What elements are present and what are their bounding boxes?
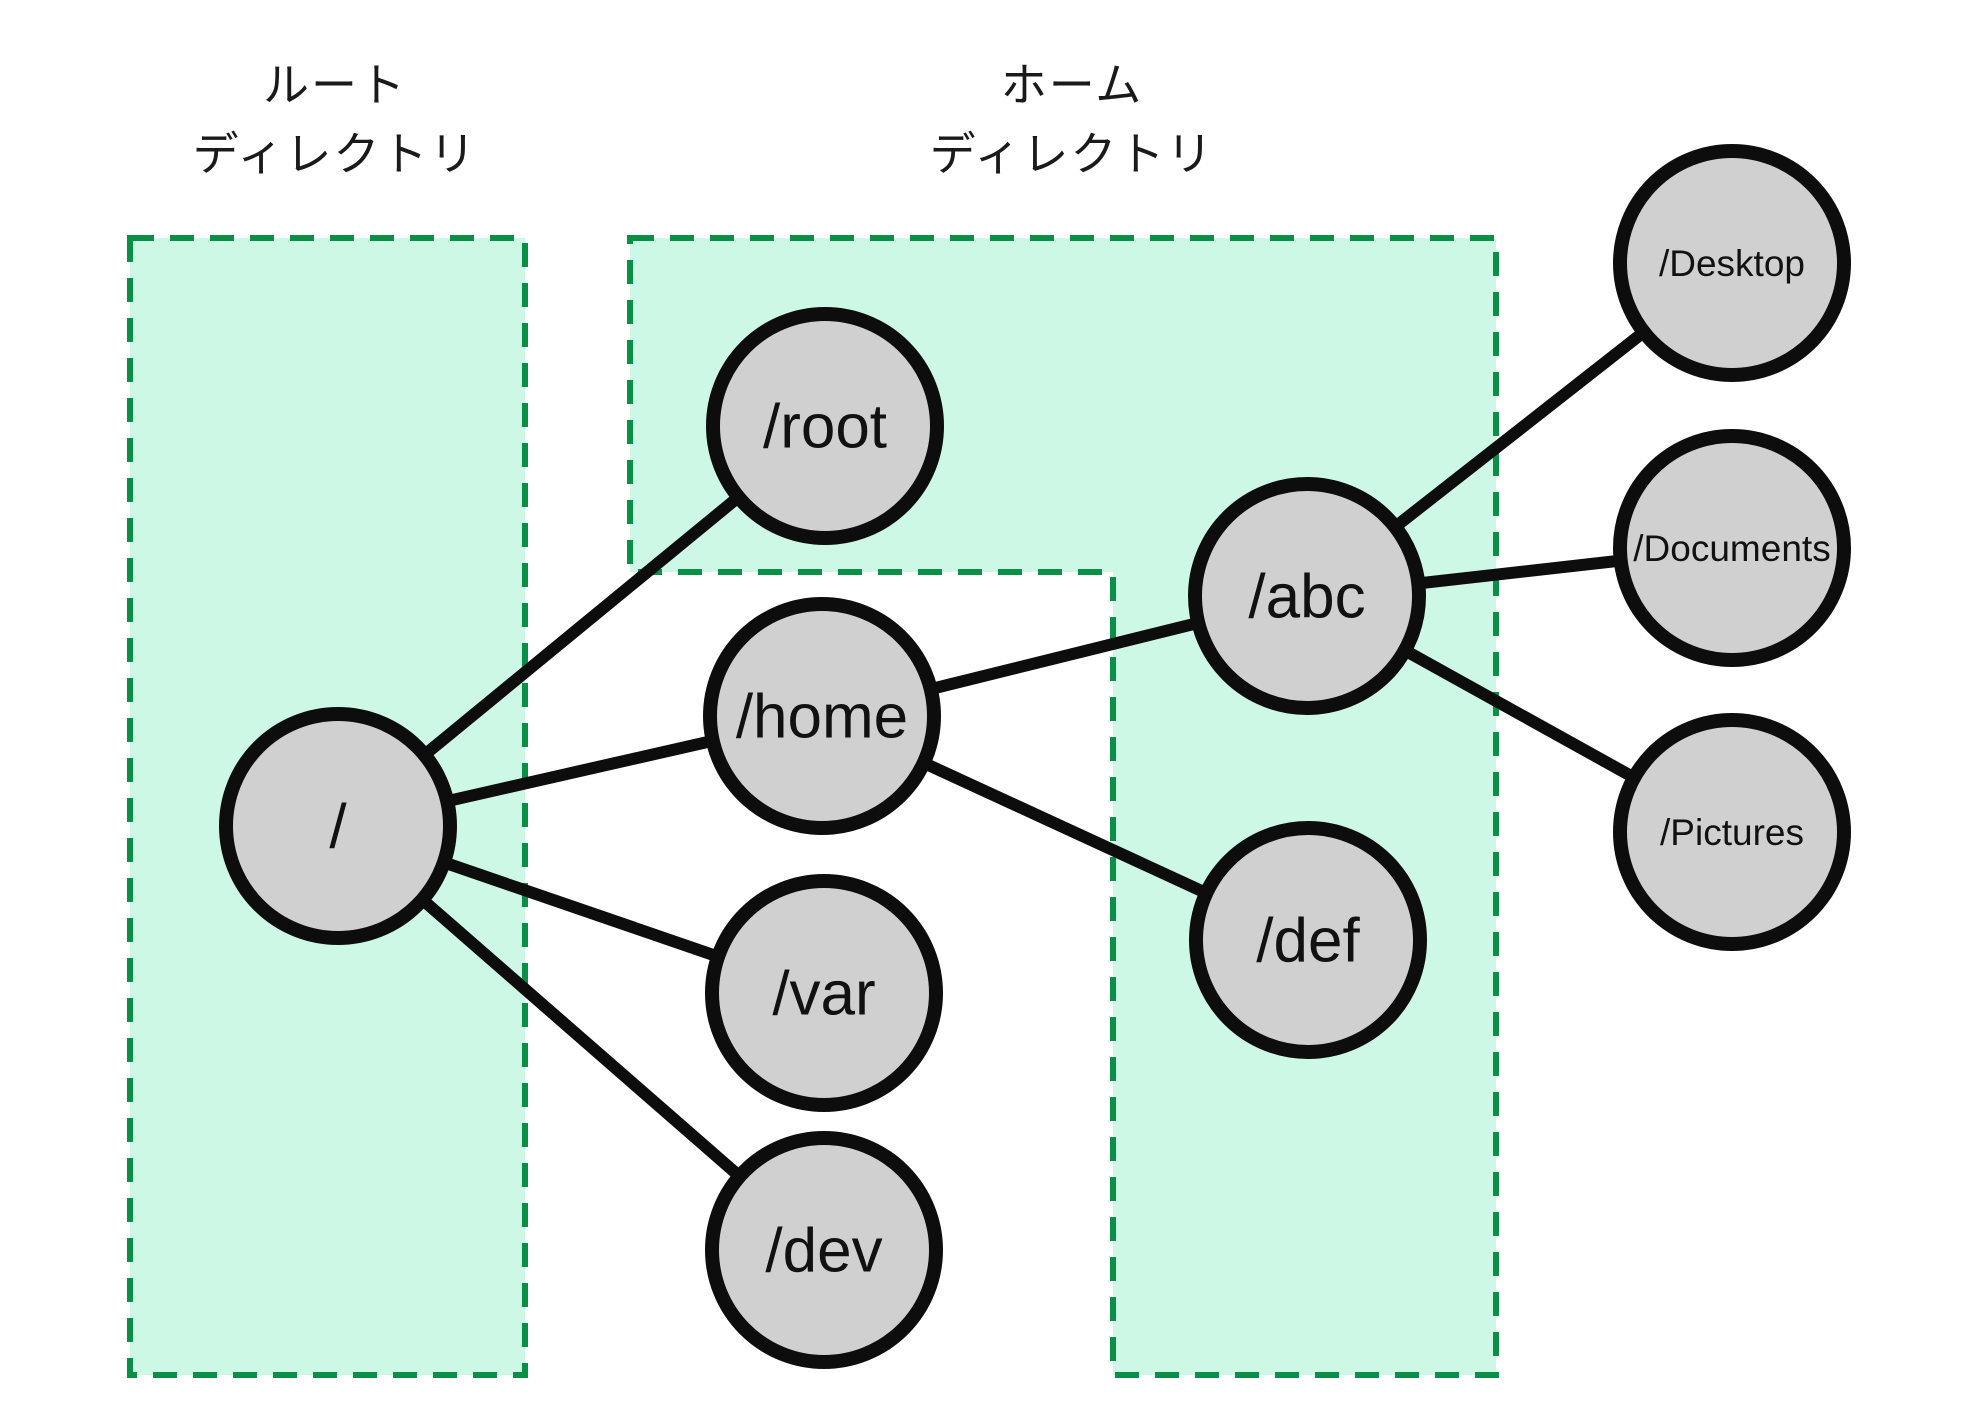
node-desktop	[1613, 144, 1851, 382]
node-label-abc: /abc	[1248, 563, 1365, 632]
node-root	[219, 707, 457, 945]
node-label-root: /	[329, 793, 347, 862]
node-label-dev: /dev	[765, 1217, 882, 1286]
home-directory-region-label-line-2: ディレクトリ	[930, 128, 1215, 180]
node-dev	[705, 1131, 943, 1369]
root-directory-region-label-line-2: ディレクトリ	[193, 128, 478, 180]
node-pictures	[1613, 713, 1851, 951]
node-home	[703, 597, 941, 835]
node-label-documents: /Documents	[1633, 528, 1830, 569]
node-documents	[1613, 429, 1851, 667]
root-directory-region-label-line-1: ルート	[263, 59, 407, 111]
home-directory-region-label-line-1: ホーム	[1001, 59, 1144, 111]
node-root-dir	[706, 307, 944, 545]
node-abc	[1188, 477, 1426, 715]
node-label-def: /def	[1256, 907, 1360, 976]
node-label-home: /home	[736, 683, 908, 752]
node-label-pictures: /Pictures	[1660, 812, 1804, 853]
node-label-desktop: /Desktop	[1659, 243, 1805, 284]
node-label-root-dir: /root	[763, 393, 887, 462]
node-def	[1189, 821, 1427, 1059]
node-var	[705, 874, 943, 1112]
node-label-var: /var	[772, 960, 875, 1029]
